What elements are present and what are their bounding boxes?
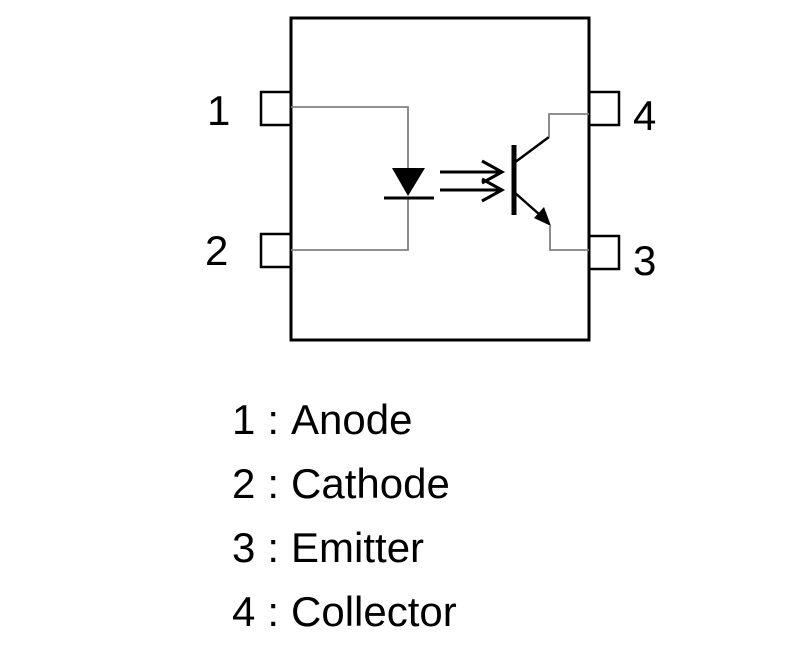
legend-pin-number: 4 — [232, 588, 256, 635]
legend-separator: : — [267, 588, 280, 635]
light-emission-arrows-icon — [440, 159, 506, 203]
legend-item: 2:Cathode — [232, 452, 457, 516]
cathode-lead — [291, 199, 409, 251]
legend-pin-function: Collector — [291, 588, 457, 635]
emitter-lead — [549, 226, 589, 251]
legend-item: 3:Emitter — [232, 516, 457, 580]
led-diode-icon — [384, 168, 434, 200]
pin-tab-1 — [259, 90, 293, 127]
pin-number-1: 1 — [207, 87, 230, 134]
legend-pin-number: 2 — [232, 460, 256, 507]
legend-item: 4:Collector — [232, 580, 457, 644]
legend-separator: : — [267, 460, 280, 507]
legend-pin-function: Emitter — [291, 524, 425, 571]
pin-tab-3 — [587, 234, 621, 271]
pin-tab-4 — [587, 90, 621, 127]
legend-pin-number: 3 — [232, 524, 256, 571]
anode-lead — [291, 106, 409, 168]
legend-pin-function: Cathode — [291, 460, 450, 507]
pin-legend: 1:Anode 2:Cathode 3:Emitter 4:Collector — [232, 388, 457, 644]
pin-number-4: 4 — [633, 92, 656, 139]
legend-pin-number: 1 — [232, 396, 256, 443]
package-outline — [289, 16, 591, 342]
legend-separator: : — [267, 524, 280, 571]
optocoupler-schematic: 1 2 3 4 — [205, 16, 656, 342]
collector-lead — [548, 113, 589, 137]
npn-phototransistor-icon — [511, 135, 551, 226]
legend-item: 1:Anode — [232, 388, 457, 452]
legend-separator: : — [267, 396, 280, 443]
pin-number-3: 3 — [633, 237, 656, 284]
legend-pin-function: Anode — [291, 396, 413, 443]
pin-number-2: 2 — [205, 227, 228, 274]
pin-tab-2 — [259, 232, 293, 269]
